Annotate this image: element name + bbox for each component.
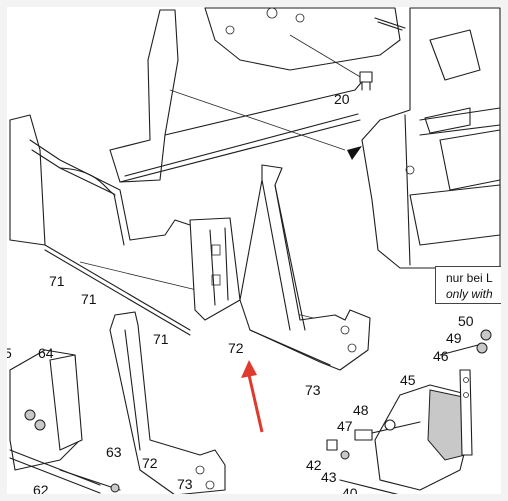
callout-73-b: 73 (177, 476, 193, 492)
note-line-german: nur bei L (446, 271, 493, 285)
callout-71-c: 71 (153, 331, 169, 347)
callout-47: 47 (337, 418, 353, 434)
callout-71-a: 71 (49, 273, 65, 289)
callout-5: 5 (4, 345, 12, 361)
long-bar-72-73 (239, 164, 371, 371)
bolt-20 (359, 71, 373, 91)
lower-right-assembly (326, 329, 492, 501)
callout-63: 63 (106, 444, 122, 460)
callout-64: 64 (38, 345, 54, 361)
callout-42: 42 (306, 457, 322, 473)
callout-72-a: 72 (228, 340, 244, 356)
right-main-frame (361, 7, 501, 269)
lower-left-bracket-64 (9, 349, 101, 494)
callout-40: 40 (342, 485, 358, 501)
model-note-box: nur bei L only with (435, 266, 504, 304)
highlight-arrow (241, 360, 264, 433)
bracket-assembly-71 (9, 114, 241, 336)
callout-62: 62 (33, 482, 49, 498)
callout-50: 50 (458, 313, 474, 329)
pointer-arrowhead (347, 146, 362, 160)
callout-48: 48 (353, 402, 369, 418)
callout-72-b: 72 (142, 455, 158, 471)
callout-43: 43 (321, 469, 337, 485)
lower-plate-63 (59, 311, 226, 496)
callout-46: 46 (433, 348, 449, 364)
callout-20: 20 (334, 91, 350, 107)
callout-71-b: 71 (81, 291, 97, 307)
upper-mounting-frame (109, 7, 406, 183)
callout-45: 45 (400, 372, 416, 388)
callout-73-a: 73 (305, 382, 321, 398)
callout-49: 49 (446, 330, 462, 346)
note-line-english: only with (446, 287, 493, 301)
